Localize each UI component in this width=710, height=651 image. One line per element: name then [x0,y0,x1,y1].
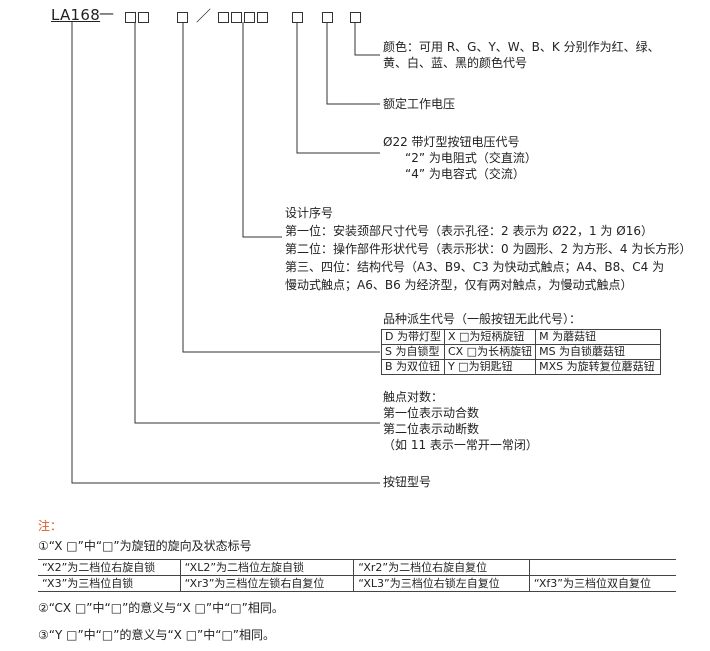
notes-title: 注： [38,519,63,533]
table-cell: “Xr2”为二档位右旋自复位 [353,559,530,576]
variant-table: D 为带灯型 X □为短柄旋钮 M 为蘑菇钮 S 为自锁型 CX □为长柄旋钮 … [381,329,662,375]
table-cell: “X3”为三档位自锁 [38,575,181,592]
table-row: B 为双位钮 Y □为钥匙钮 MXS 为旋转复位蘑菇钮 [381,359,662,375]
code-box-design [217,7,269,26]
model-description: 按钮型号 [383,475,432,489]
leader-lines [71,22,380,484]
table-cell: “XL2”为二档位左旋自锁 [179,559,354,576]
table-row: D 为带灯型 X □为短柄旋钮 M 为蘑菇钮 [381,329,662,345]
table-cell: MS 为自锁蘑菇钮 [535,344,662,360]
variant-title: 品种派生代号（一般按钮无此代号）： [383,312,582,326]
design-line-2: 第一位：安装颈部尺寸代号（表示孔径：2 表示为 Ø22，1 为 Ø16） [285,224,653,238]
color-line-1: 颜色：可用 R、G、Y、W、B、K 分别作为红、绿、 [383,40,660,54]
note-2: ②“CX □”中“□”的意义与“X □”中“□”相同。 [38,601,284,615]
contact-line-3: 第二位表示动断数 [383,422,480,436]
lamp-line-2: “2” 为电阻式（交直流） [405,151,537,165]
contact-line-4: （如 11 表示一常开一常闭） [383,438,538,452]
lamp-line-3: “4” 为电容式（交流） [405,167,525,181]
notes-table: “X2”为二档位右旋自锁 “XL2”为二档位左旋自锁 “Xr2”为二档位右旋自复… [38,559,676,592]
lamp-line-1: Ø22 带灯型按钮电压代号 [383,135,520,149]
code-box-contact [124,7,150,26]
table-cell: “Xf3”为三档位双自复位 [528,575,676,592]
table-cell [528,559,676,576]
code-slash: ／ [196,7,212,25]
table-cell: D 为带灯型 [381,329,445,345]
table-cell: “XL3”为三档位右锁左自复位 [353,575,530,592]
color-line-2: 黄、白、蓝、黑的颜色代号 [383,56,528,70]
contact-description: 触点对数： 第一位表示动合数 第二位表示动断数 （如 11 表示一常开一常闭） [383,389,538,453]
table-cell: MXS 为旋转复位蘑菇钮 [535,359,662,375]
table-cell: “X2”为二档位右旋自锁 [38,559,181,576]
lamp-description: Ø22 带灯型按钮电压代号 “2” 为电阻式（交直流） “4” 为电容式（交流） [383,134,537,182]
model-prefix: LA168 [51,6,101,24]
contact-line-1: 触点对数： [383,390,444,404]
design-line-4: 第三、四位：结构代号（A3、B9、C3 为快动式触点；A4、B8、C4 为 [285,260,665,274]
table-cell: “Xr3”为三档位左锁右自复位 [179,575,354,592]
table-cell: B 为双位钮 [381,359,445,375]
contact-line-2: 第一位表示动合数 [383,406,480,420]
table-row: “X2”为二档位右旋自锁 “XL2”为二档位左旋自锁 “Xr2”为二档位右旋自复… [38,559,676,576]
design-line-1: 设计序号 [285,206,334,220]
code-separator: — [99,4,114,22]
table-cell: S 为自锁型 [381,344,445,360]
table-row: S 为自锁型 CX □为长柄旋钮 MS 为自锁蘑菇钮 [381,344,662,360]
table-cell: Y □为钥匙钮 [443,359,537,375]
design-line-3: 第二位：操作部件形状代号（表示形状：0 为圆形、2 为方形、4 为长方形） [285,242,692,256]
table-cell: CX □为长柄旋钮 [443,344,537,360]
note-3: ③“Y □”中“□”的意义与“X □”中“□”相同。 [38,628,276,642]
design-line-5: 慢动式触点；A6、B6 为经济型，仅有两对触点，为慢动式触点） [285,278,633,292]
voltage-description: 额定工作电压 [383,97,456,111]
table-cell: M 为蘑菇钮 [535,329,662,345]
color-description: 颜色：可用 R、G、Y、W、B、K 分别作为红、绿、 黄、白、蓝、黑的颜色代号 [383,39,660,71]
note-1: ①“X □”中“□”为旋钮的旋向及状态标号 [38,539,252,553]
design-description: 设计序号 第一位：安装颈部尺寸代号（表示孔径：2 表示为 Ø22，1 为 Ø16… [285,204,691,294]
table-cell: X □为短柄旋钮 [443,329,537,345]
table-row: “X3”为三档位自锁 “Xr3”为三档位左锁右自复位 “XL3”为三档位右锁左自… [38,575,676,592]
